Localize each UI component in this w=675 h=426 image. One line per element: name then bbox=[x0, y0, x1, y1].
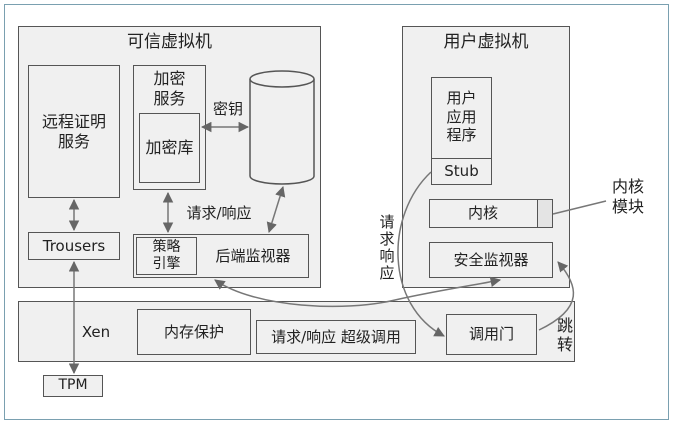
kernel-module-label: 内核 模块 bbox=[611, 177, 644, 216]
jump-label: 跳 转 bbox=[556, 315, 573, 354]
backend-monitor-label: 后端监视器 bbox=[215, 246, 291, 265]
crypto-lib-label: 加密库 bbox=[145, 138, 194, 157]
hypercall-box bbox=[256, 320, 416, 354]
call-gate-box bbox=[446, 314, 537, 355]
stub-label: Stub bbox=[444, 162, 479, 181]
memory-protection-label: 内存保护 bbox=[163, 322, 224, 341]
trousers-box bbox=[28, 232, 120, 260]
xen-label: Xen bbox=[81, 322, 111, 341]
request-response-label: 请求/响应 bbox=[186, 203, 252, 222]
kernel-box bbox=[429, 199, 553, 228]
policy-engine-box bbox=[136, 237, 197, 275]
key-label: 密钥 bbox=[212, 99, 243, 118]
user-app-label: 用户 应用 程序 bbox=[446, 88, 477, 145]
security-monitor-label: 安全监视器 bbox=[453, 250, 529, 269]
disk-label: 磁盘 bbox=[265, 122, 298, 141]
user-vm-title: 用户虚拟机 bbox=[443, 32, 529, 53]
trousers-label: Trousers bbox=[42, 236, 106, 255]
crypto-lib-box bbox=[139, 113, 200, 183]
memory-protection-box bbox=[137, 309, 251, 355]
request-response-vertical-label: 请 求 响 应 bbox=[379, 213, 395, 282]
tpm-box bbox=[43, 375, 103, 397]
crypto-service-label: 加密 服务 bbox=[153, 69, 186, 108]
hypercall-label: 请求/响应 超级调用 bbox=[271, 327, 401, 346]
tpm-label: TPM bbox=[58, 377, 88, 394]
remote-attestation-box bbox=[28, 65, 120, 198]
policy-engine-label: 策略 引擎 bbox=[152, 238, 181, 273]
trusted-vm-title: 可信虚拟机 bbox=[127, 32, 212, 53]
call-gate-label: 调用门 bbox=[468, 325, 514, 344]
kernel-module-slot bbox=[537, 199, 553, 228]
kernel-label: 内核 bbox=[467, 204, 498, 223]
remote-attestation-label: 远程证明 服务 bbox=[41, 111, 106, 151]
